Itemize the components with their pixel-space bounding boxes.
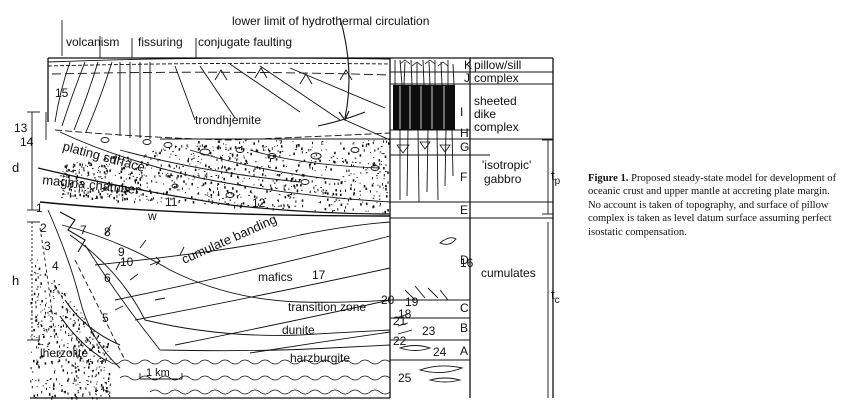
label-transition-zone: transition zone (288, 300, 366, 314)
location-number-25: 25 (398, 371, 412, 385)
unit-pillow-line-2: complex (474, 71, 519, 85)
column-letter-j: J (464, 71, 470, 85)
column-letter-g: G (460, 140, 469, 154)
dimension-marks (27, 20, 553, 398)
label-tc-main: t (551, 287, 555, 302)
label-mafics: mafics (258, 270, 293, 284)
label-tp-main: t (551, 168, 555, 183)
column-letters: KJ IHG F E D CBA (460, 58, 472, 358)
location-number-15: 15 (55, 86, 69, 100)
location-number-10: 10 (120, 255, 134, 269)
location-number-1: 1 (36, 201, 43, 215)
location-number-17: 17 (312, 268, 326, 282)
label-dunite: dunite (282, 323, 315, 337)
diagram-labels: volcanism fissuring conjugate faulting l… (12, 14, 561, 379)
unit-sheeted-line-1: sheeted (474, 94, 517, 108)
location-number-9: 9 (118, 245, 125, 259)
label-tp: tp (551, 168, 561, 187)
unit-pillow-line-1: pillow/sill (474, 58, 521, 72)
column-letter-d: D (460, 253, 469, 267)
figure-caption: Figure 1. Proposed steady-state model fo… (588, 172, 838, 239)
unit-cumulates: cumulates (481, 266, 536, 280)
label-d: d (12, 160, 19, 175)
caption-text: Proposed steady-state model for developm… (588, 173, 837, 238)
label-cumulate-banding: cumulate banding (179, 211, 279, 266)
location-number-3: 3 (44, 239, 51, 253)
frame-lines (30, 57, 554, 399)
unit-sheeted-line-2: dike (474, 107, 496, 121)
label-magma-chamber: magma chamber (42, 172, 141, 197)
location-number-6: 6 (104, 271, 111, 285)
label-scale: 1 km (146, 367, 170, 379)
cumulate-zone (39, 209, 464, 395)
location-number-13: 13 (14, 121, 28, 135)
label-conjugate-faulting: conjugate faulting (198, 35, 292, 49)
location-number-20: 20 (381, 293, 395, 307)
lherzolite-stipple (30, 259, 111, 400)
label-w: w (147, 209, 157, 223)
label-h: h (12, 273, 19, 288)
label-harzburgite: harzburgite (290, 351, 350, 365)
column-letter-b: B (460, 321, 468, 335)
sheeted-dike-block (393, 59, 455, 203)
column-letter-i: I (460, 105, 463, 119)
location-number-22: 22 (393, 334, 407, 348)
location-number-14: 14 (20, 135, 34, 149)
location-number-19: 19 (405, 295, 419, 309)
location-number-21: 21 (393, 314, 407, 328)
location-number-16: 16 (460, 256, 474, 270)
label-hydrothermal: lower limit of hydrothermal circulation (232, 14, 429, 28)
column-letter-f: F (460, 170, 467, 184)
label-tc: tc (551, 287, 560, 306)
label-volcanism: volcanism (66, 35, 119, 49)
location-number-12: 12 (252, 196, 266, 210)
location-number-23: 23 (422, 324, 436, 338)
location-number-4: 4 (52, 259, 59, 273)
label-fissuring: fissuring (138, 35, 183, 49)
gabbro-stipple (60, 140, 391, 214)
unit-gabbro-line-2: gabbro (484, 172, 522, 186)
location-number-11: 11 (165, 195, 178, 209)
label-tp-sub: p (555, 176, 561, 187)
column-letter-a: A (460, 344, 468, 358)
column-letter-h: H (460, 126, 469, 140)
column-letter-c: C (460, 301, 469, 315)
label-lherzolite: lherzolite (40, 346, 88, 360)
harzburgite-waves (99, 359, 391, 395)
label-trondhjemite: trondhjemite (195, 113, 261, 127)
location-number-5: 5 (102, 311, 109, 325)
upper-section (47, 17, 391, 141)
column-letter-k: K (464, 58, 472, 72)
label-plating-surface: plating surface (61, 138, 147, 174)
column-letter-e: E (460, 203, 468, 217)
location-number-18: 18 (398, 307, 412, 321)
unit-sheeted-line-3: complex (474, 120, 519, 134)
unit-gabbro-line-1: 'isotropic' (482, 158, 531, 172)
label-tc-sub: c (555, 295, 560, 306)
location-number-2: 2 (40, 221, 47, 235)
gabbro-zone (37, 131, 391, 217)
caption-label: Figure 1. (588, 173, 629, 184)
oceanic-crust-diagram: volcanism fissuring conjugate faulting l… (12, 14, 561, 400)
location-number-8: 8 (104, 225, 111, 239)
column-dividers (390, 71, 553, 361)
column-d-lenses (395, 237, 464, 383)
location-number-24: 24 (433, 345, 447, 359)
location-number-7: 7 (80, 223, 87, 237)
